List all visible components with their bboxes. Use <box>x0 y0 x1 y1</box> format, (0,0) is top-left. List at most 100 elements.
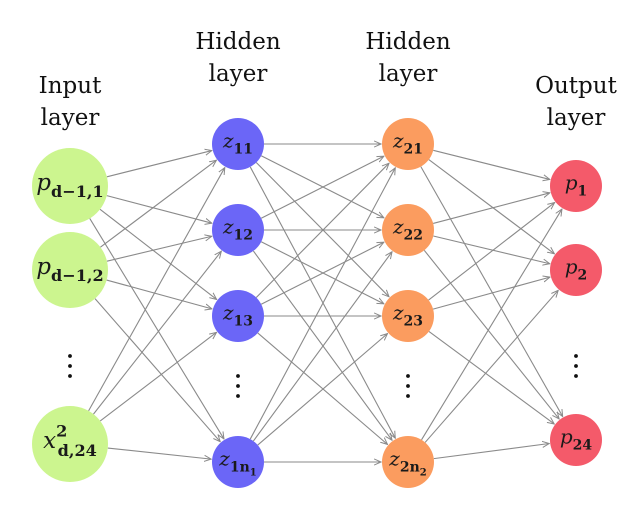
neuron-label-subscript: 21 <box>404 142 423 158</box>
neuron-circle <box>212 290 264 342</box>
neuron-label-subscript: 2n <box>400 460 420 476</box>
neuron-label: z12 <box>222 215 253 244</box>
connection-arrow <box>93 251 221 415</box>
connection-arrow <box>260 242 384 305</box>
input-layer-title-line1: Input <box>38 73 102 99</box>
neuron-node: pd−1,2 <box>32 232 108 308</box>
ellipsis-dot <box>236 374 240 378</box>
ellipsis-dot <box>574 364 578 368</box>
connection-arrow <box>428 159 555 254</box>
neuron-circle <box>550 160 602 212</box>
connection-arrow <box>424 290 558 443</box>
neuron-node: z23 <box>382 290 434 342</box>
neuron-label-base: p <box>560 425 573 449</box>
neuron-node: p24 <box>550 414 602 466</box>
output-layer-title-line1: Output <box>535 73 617 99</box>
neuron-node: p1 <box>550 160 602 212</box>
hidden-layer-1-title-line2: layer <box>208 61 268 87</box>
neuron-node: z22 <box>382 204 434 256</box>
neuron-label-base: z <box>392 215 404 239</box>
ellipsis-dot <box>68 354 72 358</box>
input-layer-title-line2: layer <box>40 105 100 131</box>
output-layer-title-line2: layer <box>546 105 606 131</box>
connection-arrow <box>260 156 384 219</box>
neuron-label-subscript: 22 <box>404 228 423 244</box>
neuron-circle <box>382 118 434 170</box>
connection-arrow <box>99 332 216 422</box>
connection-arrow <box>100 160 216 248</box>
neuron-label: z13 <box>222 301 253 330</box>
neuron-circle <box>382 204 434 256</box>
neuron-circle <box>32 406 108 482</box>
neuron-label-subscript: 2 <box>578 268 588 284</box>
connection-arrow <box>106 151 212 178</box>
ellipsis-dot <box>68 364 72 368</box>
connection-arrow <box>255 163 389 298</box>
connection-arrow <box>107 447 211 459</box>
connection-arrow <box>433 193 550 224</box>
neuron-label: p2 <box>565 255 588 284</box>
neuron-circle <box>212 118 264 170</box>
neuron-circle <box>32 148 108 224</box>
ellipsis-dot <box>574 374 578 378</box>
neuron-circle <box>32 232 108 308</box>
hidden-layer-1-title-line1: Hidden <box>195 29 281 55</box>
neuron-label-subscript: 24 <box>573 438 593 454</box>
vertical-ellipsis <box>406 374 410 398</box>
connection-arrow <box>433 235 549 264</box>
connection-arrow <box>89 218 224 438</box>
neuron-label-subscript: 12 <box>234 228 253 244</box>
neuron-label-base: p <box>565 171 578 195</box>
neuron-node: z11 <box>212 118 264 170</box>
neuron-node: z12 <box>212 204 264 256</box>
connections <box>88 144 563 462</box>
neuron-circle <box>550 244 602 296</box>
connection-arrow <box>421 209 562 441</box>
neuron-label-base: p <box>36 170 51 196</box>
connection-arrow <box>249 168 395 440</box>
hidden-layer-2-title: Hidden layer <box>338 26 478 90</box>
connection-arrow <box>257 334 388 446</box>
ellipsis-dot <box>236 384 240 388</box>
neuron-label-base: z <box>218 447 230 471</box>
connection-arrow <box>106 236 212 262</box>
hidden-layer-1-title: Hidden layer <box>168 26 308 90</box>
neuron-label: z23 <box>392 301 423 330</box>
connection-arrow <box>106 195 212 224</box>
neuron-circle <box>382 290 434 342</box>
neuron-node: z13 <box>212 290 264 342</box>
ellipsis-dot <box>68 374 72 378</box>
neuron-label-base: x <box>43 428 56 454</box>
neuron-label-subscript: 11 <box>234 142 253 158</box>
neuron-circle <box>382 436 434 488</box>
ellipsis-dot <box>406 394 410 398</box>
neuron-label: z1n1 <box>218 447 256 479</box>
neuron-node: z21 <box>382 118 434 170</box>
neuron-label: p24 <box>560 425 593 454</box>
neuron-label-base: z <box>222 129 234 153</box>
vertical-ellipsis <box>574 354 578 378</box>
connection-arrow <box>88 168 225 412</box>
neuron-circle <box>212 436 264 488</box>
neuron-label: z2n2 <box>388 447 426 479</box>
ellipsis-dot <box>236 394 240 398</box>
neuron-label-subscript: 1 <box>578 184 588 200</box>
output-layer-title: Output layer <box>506 70 642 134</box>
neuron-label-base: z <box>222 301 234 325</box>
neuron-label: z22 <box>392 215 423 244</box>
ellipsis-dot <box>406 374 410 378</box>
neuron-node: pd−1,1 <box>32 148 108 224</box>
neuron-label-subsubscript: 2 <box>420 468 427 479</box>
neuron-circle <box>212 204 264 256</box>
neuron-label-subscript: d−1,1 <box>51 182 104 201</box>
neuron-label-subscript: d,24 <box>58 441 97 460</box>
vertical-ellipsis <box>68 354 72 378</box>
hidden-layer-2-title-line1: Hidden <box>365 29 451 55</box>
connection-arrow <box>99 208 217 299</box>
neuron-label-subscript: 23 <box>404 314 423 330</box>
connection-arrow <box>432 277 550 310</box>
neuron-node: z1n1 <box>212 436 264 488</box>
connection-arrow <box>420 166 563 417</box>
